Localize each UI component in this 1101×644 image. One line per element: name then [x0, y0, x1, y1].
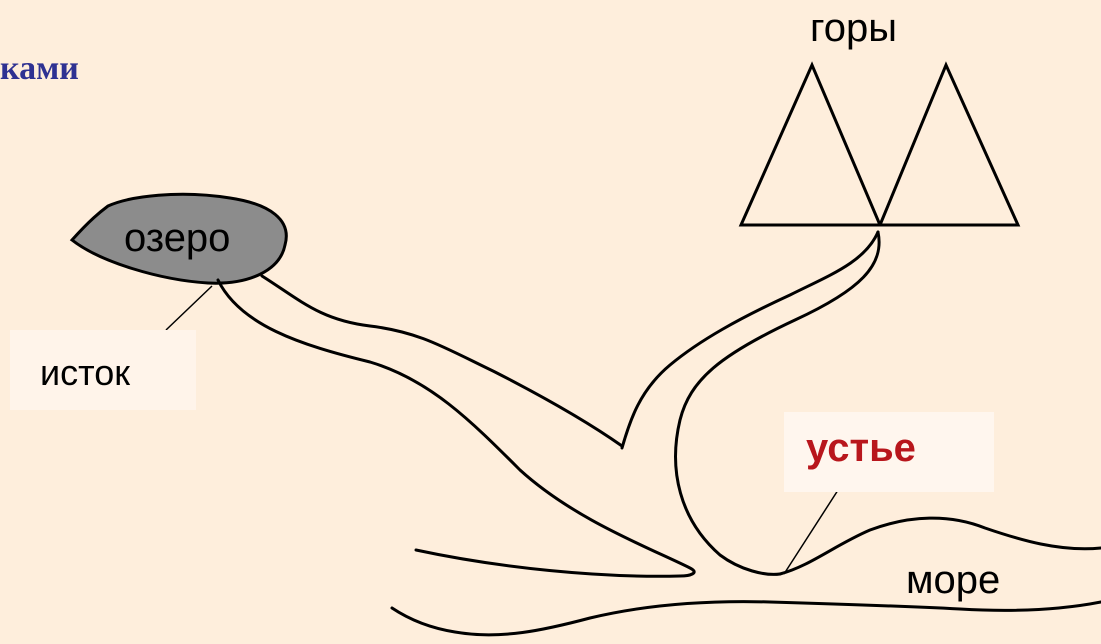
mountain-left	[738, 61, 883, 227]
sea-bottom-line	[390, 600, 1101, 637]
label-mouth: устье	[806, 426, 916, 470]
label-lake: озеро	[124, 216, 231, 260]
river-left-lower-bank	[216, 278, 696, 578]
mouth-leader-line	[783, 486, 841, 575]
sea-shore	[778, 516, 1101, 576]
river-right-lower-bank	[674, 230, 881, 576]
slide-title-fragment: ками	[0, 50, 79, 87]
mouth-label-box	[784, 412, 994, 492]
label-mountains: горы	[810, 6, 897, 50]
lake-shape	[69, 192, 288, 285]
source-label-box	[10, 330, 196, 410]
river-left-upper-bank	[260, 274, 624, 448]
label-source: исток	[40, 352, 130, 393]
river-right-upper-bank	[620, 230, 880, 450]
mountain-right	[877, 61, 1021, 227]
label-sea: море	[906, 558, 1001, 602]
source-leader-line	[165, 285, 213, 331]
